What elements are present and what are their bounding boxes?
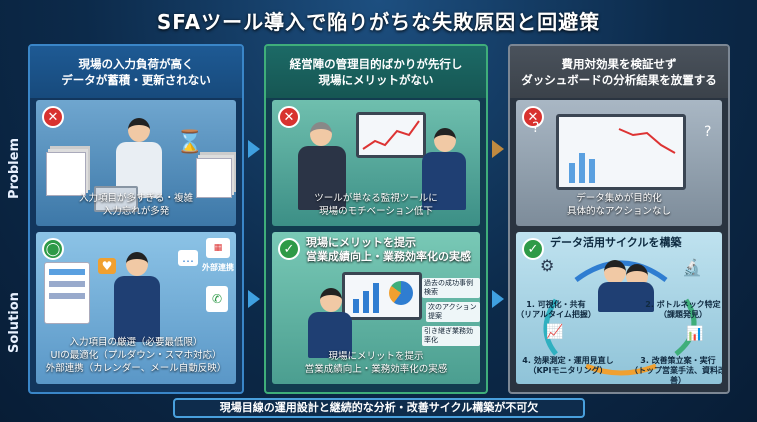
- hourglass-icon: ⌛: [176, 130, 204, 155]
- chart-monitor-icon: [356, 112, 426, 158]
- trend-line-icon: [362, 120, 420, 150]
- solution-caption: 現場にメリットを提示 営業成績向上・業務効率化の実感: [304, 351, 448, 375]
- cycle-step-2: 2. ボトルネック特定（課題発見）: [645, 300, 721, 319]
- solution-scene: ✓ 現場にメリットを提示 営業成績向上・業務効率化の実感 過去の成功事例検索 次…: [272, 232, 480, 384]
- document-stack-icon: [196, 158, 232, 198]
- check-mark-icon: ✓: [278, 238, 300, 260]
- problem-scene: ✕ ⌛ 入力項目が多すぎる・複雑 入力忘れが多発: [36, 100, 236, 226]
- arrow-right-icon: [248, 290, 260, 308]
- solution-caption: 入力項目の厳選（必要最低限） UIの最適化（プルダウン・スマホ対応） 外部連携（…: [45, 337, 227, 374]
- arrow-right-icon: [492, 140, 504, 158]
- side-label-solution: Solution: [6, 291, 22, 353]
- unused-dashboard-icon: [556, 114, 686, 190]
- cycle-step-3: 3. 改善策立案・実行（トップ営業手法、資料改善）: [630, 356, 722, 384]
- question-mark-icon: ?: [532, 120, 540, 136]
- question-mark-icon: ?: [704, 124, 712, 140]
- laptop-icon: [94, 186, 138, 212]
- tag-past-success-search: 過去の成功事例検索: [422, 278, 480, 298]
- tag-next-action: 次のアクション提案: [426, 302, 480, 322]
- microscope-icon: 🔬: [682, 258, 702, 277]
- solution-headline: データ活用サイクルを構築: [550, 236, 682, 249]
- calendar-icon: ▦: [206, 238, 230, 258]
- form-screen-icon: [44, 262, 90, 324]
- check-mark-icon: ◯: [42, 238, 64, 260]
- problem-scene: ✕ ? ? データ集めが目的化 具体的なアクションなし: [516, 100, 722, 226]
- arrow-right-icon: [492, 290, 504, 308]
- heart-chat-icon: ♥: [98, 258, 116, 274]
- side-label-problem: Problem: [6, 137, 22, 199]
- x-mark-icon: ✕: [522, 106, 544, 128]
- chart-icon: 📈: [546, 324, 564, 340]
- column-unused-analysis: 費用対効果を検証せず ダッシュボードの分析結果を放置する ✕ ? ? データ集め…: [508, 44, 730, 394]
- phone-icon: ✆: [206, 286, 228, 312]
- solution-scene: ✓ データ活用サイクルを構築 ⚙ 🔬 📈 📊 1. 可視化・共有（リアルタイム把…: [516, 232, 722, 384]
- cycle-step-1: 1. 可視化・共有（リアルタイム把握）: [516, 300, 596, 319]
- document-stack-icon: [46, 152, 86, 196]
- problem-caption: ツールが単なる監視ツールに 現場のモチベーション低下: [314, 193, 438, 217]
- problem-caption: 入力項目が多すぎる・複雑 入力忘れが多発: [78, 193, 193, 217]
- column-input-burden: 現場の入力負荷が高く データが蓄積・更新されない ✕ ⌛ 入力項目が多すぎる・複…: [28, 44, 244, 394]
- cycle-step-4: 4. 効果測定・運用見直し（KPIモニタリング）: [522, 356, 614, 375]
- external-link-label: 外部連携: [202, 263, 234, 272]
- declining-line-icon: [618, 128, 676, 154]
- chat-bubble-icon: …: [178, 250, 198, 266]
- problem-scene: ✕ ツールが単なる監視ツールに 現場のモチベーション低下: [272, 100, 480, 226]
- arrow-right-icon: [248, 140, 260, 158]
- solution-headline: 現場にメリットを提示 営業成績向上・業務効率化の実感: [306, 236, 471, 263]
- column-header: 費用対効果を検証せず ダッシュボードの分析結果を放置する: [510, 46, 728, 98]
- x-mark-icon: ✕: [278, 106, 300, 128]
- pie-chart-icon: [389, 281, 413, 305]
- solution-scene: ◯ ♥ … ▦ 外部連携 ✆ 入力項目の厳選（必要最低限） UIの最適化（プルダ…: [36, 232, 236, 384]
- footer-conclusion: 現場目線の運用設計と継続的な分析・改善サイクル構築が不可欠: [173, 398, 585, 418]
- gear-icon: ⚙: [540, 256, 555, 275]
- tag-handover-efficiency: 引き継ぎ業務効率化: [422, 326, 480, 346]
- column-header: 経営陣の管理目的ばかりが先行し 現場にメリットがない: [266, 46, 486, 98]
- column-header: 現場の入力負荷が高く データが蓄積・更新されない: [30, 46, 242, 98]
- problem-caption: データ集めが目的化 具体的なアクションなし: [566, 193, 672, 217]
- column-management-focus: 経営陣の管理目的ばかりが先行し 現場にメリットがない ✕ ツールが単なる監視ツー…: [264, 44, 488, 394]
- page-title: SFAツール導入で陥りがちな失敗原因と回避策: [156, 10, 601, 34]
- x-mark-icon: ✕: [42, 106, 64, 128]
- dashboard-monitor-icon: [342, 272, 422, 320]
- check-mark-icon: ✓: [522, 238, 544, 260]
- bar-chart-icon: 📊: [686, 326, 704, 342]
